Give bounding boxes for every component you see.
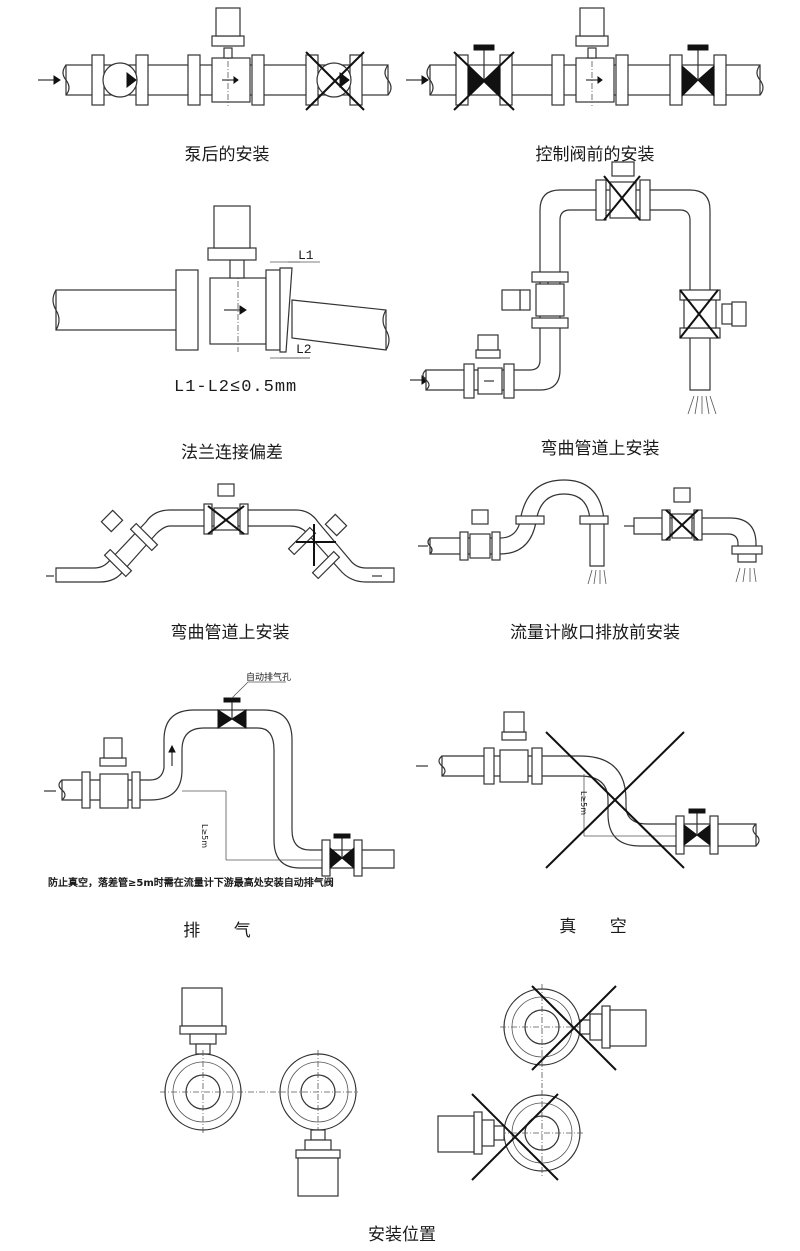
flowmeter-correct [459, 509, 501, 561]
caption-mounting-position: 安装位置 [368, 1225, 436, 1245]
flowmeter [483, 711, 543, 785]
dimension-l2-label: L2 [296, 342, 312, 357]
bent-pipe-vertical-diagram [410, 161, 747, 415]
pump-wrong-position [305, 51, 365, 111]
flowmeter-correct-low [463, 334, 515, 399]
valve-downstream [321, 833, 363, 877]
flowmeter-correct-sloped [100, 509, 159, 578]
pump [91, 54, 149, 106]
panel-vacuum: L≥5m 真 空 [400, 690, 800, 950]
pump-triangle-icon [126, 71, 137, 89]
panel-bent-pipe-vertical: 弯曲管道上安装 [400, 161, 800, 470]
open-discharge-diagram [418, 479, 763, 585]
panel-venting: 自动排气孔 L≥5m 防止真空，落差管≥5m时需在流量计下游最高处安装自动排气阀… [0, 660, 400, 950]
flowmeter [81, 737, 141, 809]
panel-after-pump: 泵后的安装 [0, 0, 400, 170]
bent-pipe-sloped-diagram [46, 483, 395, 583]
panel-mounting-position: 安装位置 [140, 970, 660, 1251]
caption-bent-pipe-sloped: 弯曲管道上安装 [170, 623, 290, 643]
caption-after-pump: 泵后的安装 [184, 145, 270, 165]
caption-open-discharge: 流量计敞口排放前安装 [510, 623, 680, 643]
caption-vacuum: 真 空 [559, 917, 641, 937]
flange-deviation-diagram [52, 205, 390, 359]
flowmeter-wrong-top [203, 483, 249, 535]
flowmeter-correct-vertical [501, 271, 569, 329]
after-pump-diagram [38, 7, 392, 111]
height-dimension [182, 790, 322, 861]
height-label: L≥5m [579, 791, 588, 816]
dimension-l1-label: L1 [298, 248, 314, 263]
panel-flange-deviation: L1 L2 L1-L2≤0.5mm 法兰连接偏差 [0, 190, 400, 470]
discharge-spray-icon [587, 569, 607, 585]
flowmeter-correct-bottom-mounted [279, 1050, 358, 1197]
panel-open-discharge: 流量计敞口排放前安装 [400, 470, 800, 650]
flowmeter [551, 7, 629, 106]
panel-before-control-valve: 控制阀前的安装 [400, 0, 800, 170]
discharge-spray-icon [735, 567, 757, 583]
valve-downstream [675, 808, 719, 855]
flowmeter-wrong [661, 487, 703, 541]
height-dimension [583, 774, 678, 837]
flowmeter-correct-top-mounted [160, 987, 290, 1134]
mounting-position-diagram [160, 984, 647, 1197]
flow-arrow-icon [406, 75, 429, 85]
control-valve-wrong-position [453, 44, 515, 111]
panel-bent-pipe-sloped: 弯曲管道上安装 [0, 470, 400, 650]
flowmeter-wrong-side-right [500, 984, 647, 1088]
vacuum-diagram [416, 711, 760, 869]
before-control-valve-diagram [406, 7, 764, 111]
tolerance-formula: L1-L2≤0.5mm [174, 378, 298, 397]
flowmeter-wrong-down [679, 289, 747, 339]
flowmeter-wrong-top [595, 161, 651, 221]
flowmeter-wrong-side-left [437, 1090, 584, 1181]
caption-bent-pipe-vertical: 弯曲管道上安装 [540, 439, 660, 459]
flowmeter [187, 7, 265, 106]
discharge-spray-icon [687, 395, 717, 415]
auto-vent-label: 自动排气孔 [246, 673, 292, 683]
caption-before-control-valve: 控制阀前的安装 [535, 145, 655, 165]
venting-diagram [44, 681, 395, 877]
venting-note: 防止真空，落差管≥5m时需在流量计下游最高处安装自动排气阀 [48, 878, 334, 889]
flow-arrow-icon [38, 75, 61, 85]
caption-venting: 排 气 [183, 921, 265, 941]
control-valve [669, 44, 727, 106]
auto-vent-valve [217, 681, 286, 729]
flowmeter-wrong-sloped [287, 513, 348, 580]
caption-flange-deviation: 法兰连接偏差 [181, 443, 283, 463]
height-label: L≥5m [200, 824, 209, 849]
